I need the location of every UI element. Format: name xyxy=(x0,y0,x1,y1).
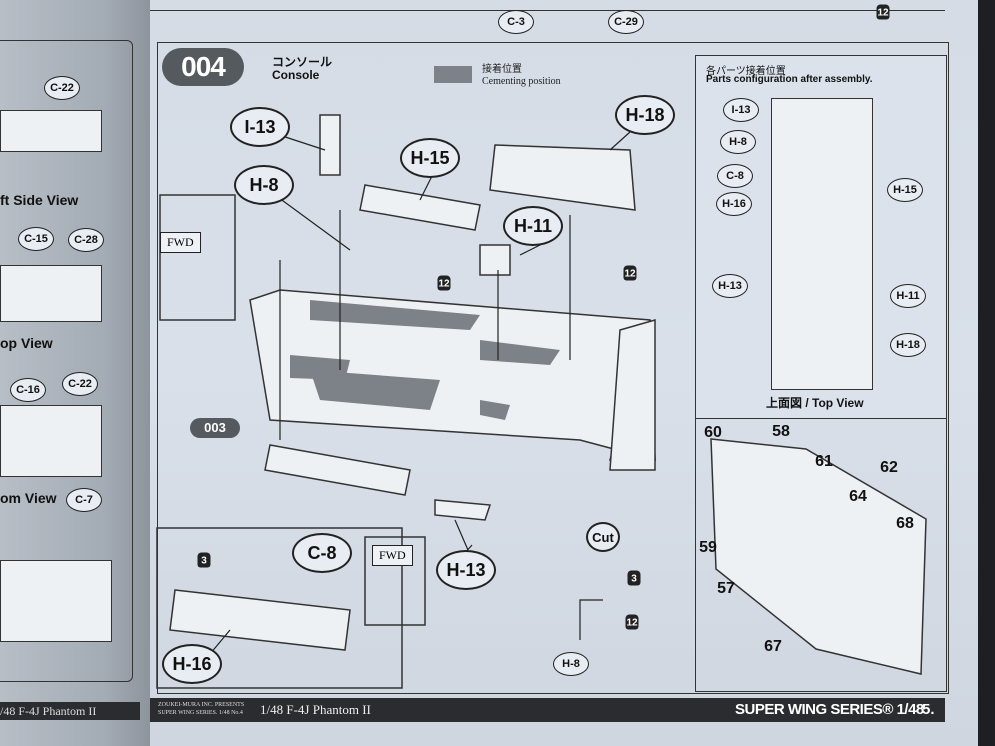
callout-c8: C-8 xyxy=(292,533,352,573)
callout: H-13 xyxy=(712,274,748,298)
left-page: C-22 C-15 C-28 C-16 C-22 C-7 ft Side Vie… xyxy=(0,0,150,746)
detail-number: 64 xyxy=(849,488,867,505)
callout: I-13 xyxy=(723,98,759,122)
callout: C-15 xyxy=(18,227,54,251)
legend-en: Cementing position xyxy=(482,76,561,87)
step-number-badge: 004 xyxy=(162,48,244,86)
subassembly-badge: 003 xyxy=(190,418,240,438)
callout: C-8 xyxy=(717,164,753,188)
publisher: ZOUKEI-MURA INC. PRESENTS SUPER WING SER… xyxy=(158,701,244,717)
callout-h15: H-15 xyxy=(400,138,460,178)
model-name: 1/48 F-4J Phantom II xyxy=(260,702,371,717)
left-frame xyxy=(0,40,133,682)
callout: H-8 xyxy=(720,130,756,154)
detail-panel xyxy=(695,418,947,692)
callout: C-16 xyxy=(10,378,46,402)
part-top xyxy=(0,265,102,322)
fwd-label: FWD xyxy=(372,545,413,566)
part-lower xyxy=(0,560,112,642)
part-h16 xyxy=(169,589,351,651)
callout: C-22 xyxy=(44,76,80,100)
detail-number: 62 xyxy=(880,459,898,476)
top-view-tub xyxy=(771,98,873,390)
view-label: ft Side View xyxy=(0,192,79,208)
callout-h13: H-13 xyxy=(436,550,496,590)
detail-number: 57 xyxy=(717,580,735,597)
part-side xyxy=(0,110,102,152)
config-title-en: Parts configuration after assembly. xyxy=(706,74,873,85)
fwd-inset xyxy=(159,194,236,321)
view-label: om View xyxy=(0,490,57,506)
publisher-line: SUPER WING SERIES. 1/48 No.4 xyxy=(158,710,243,716)
part-h15 xyxy=(359,184,481,231)
fwd-label: FWD xyxy=(160,232,201,253)
part-h13 xyxy=(434,499,492,521)
callout-h16: H-16 xyxy=(162,644,222,684)
callout-i13: I-13 xyxy=(230,107,290,147)
callout-cut: Cut xyxy=(586,522,620,552)
cement-swatch xyxy=(434,66,472,83)
paint-marker: 3 xyxy=(627,570,641,586)
footer-bar: ZOUKEI-MURA INC. PRESENTS SUPER WING SER… xyxy=(150,698,945,722)
callout: C-7 xyxy=(66,488,102,512)
step-title-en: Console xyxy=(272,68,320,82)
page-number: 5. xyxy=(922,701,935,718)
publisher-line: ZOUKEI-MURA INC. PRESENTS xyxy=(158,702,245,708)
detail-number: 59 xyxy=(699,539,717,556)
h16-inset xyxy=(156,527,403,689)
step-frame xyxy=(157,42,949,694)
callout-h8: H-8 xyxy=(234,165,294,205)
legend-jp: 接着位置 xyxy=(482,64,522,75)
view-label: op View xyxy=(0,335,53,351)
part-h18 xyxy=(489,144,636,211)
paint-marker: 3 xyxy=(197,552,211,568)
right-page: C-3 C-29 12 004 コンソール Console 接着位置 Cemen… xyxy=(150,0,978,746)
parts-config-panel: 各パーツ接着位置 Parts configuration after assem… xyxy=(695,55,947,419)
callout-h18: H-18 xyxy=(615,95,675,135)
callout: C-28 xyxy=(68,228,104,252)
detail-drawing xyxy=(710,438,927,675)
part-h13-lower xyxy=(264,444,411,496)
callout: C-22 xyxy=(62,372,98,396)
detail-number: 67 xyxy=(764,638,782,655)
left-footer: /48 F-4J Phantom II xyxy=(0,702,140,720)
paint-marker: 12 xyxy=(876,4,890,20)
callout: C-29 xyxy=(608,10,644,34)
series-name: SUPER WING SERIES® 1/48 xyxy=(735,701,924,718)
part-h11 xyxy=(479,244,511,276)
callout-h8-small: H-8 xyxy=(553,652,589,676)
callout: H-16 xyxy=(716,192,752,216)
callout: C-3 xyxy=(498,10,534,34)
detail-number: 60 xyxy=(704,424,722,441)
top-strip xyxy=(150,0,945,11)
fwd-inset-2 xyxy=(364,536,426,626)
legend: 接着位置 Cementing position xyxy=(482,64,561,88)
callout: H-18 xyxy=(890,333,926,357)
paint-marker: 12 xyxy=(623,265,637,281)
part-bottom xyxy=(0,405,102,477)
step-title-jp: コンソール xyxy=(272,55,333,69)
config-title-jp: 各パーツ接着位置 xyxy=(706,66,786,77)
top-view-label: 上面図 / Top View xyxy=(766,396,864,410)
callout: H-11 xyxy=(890,284,926,308)
detail-number: 58 xyxy=(772,423,790,440)
detail-number: 68 xyxy=(896,515,914,532)
callout-h11: H-11 xyxy=(503,206,563,246)
part-i13 xyxy=(319,114,341,176)
paint-marker: 12 xyxy=(437,275,451,291)
paint-marker: 12 xyxy=(625,614,639,630)
callout: H-15 xyxy=(887,178,923,202)
detail-number: 61 xyxy=(815,453,833,470)
assembly-drawing xyxy=(156,114,656,689)
